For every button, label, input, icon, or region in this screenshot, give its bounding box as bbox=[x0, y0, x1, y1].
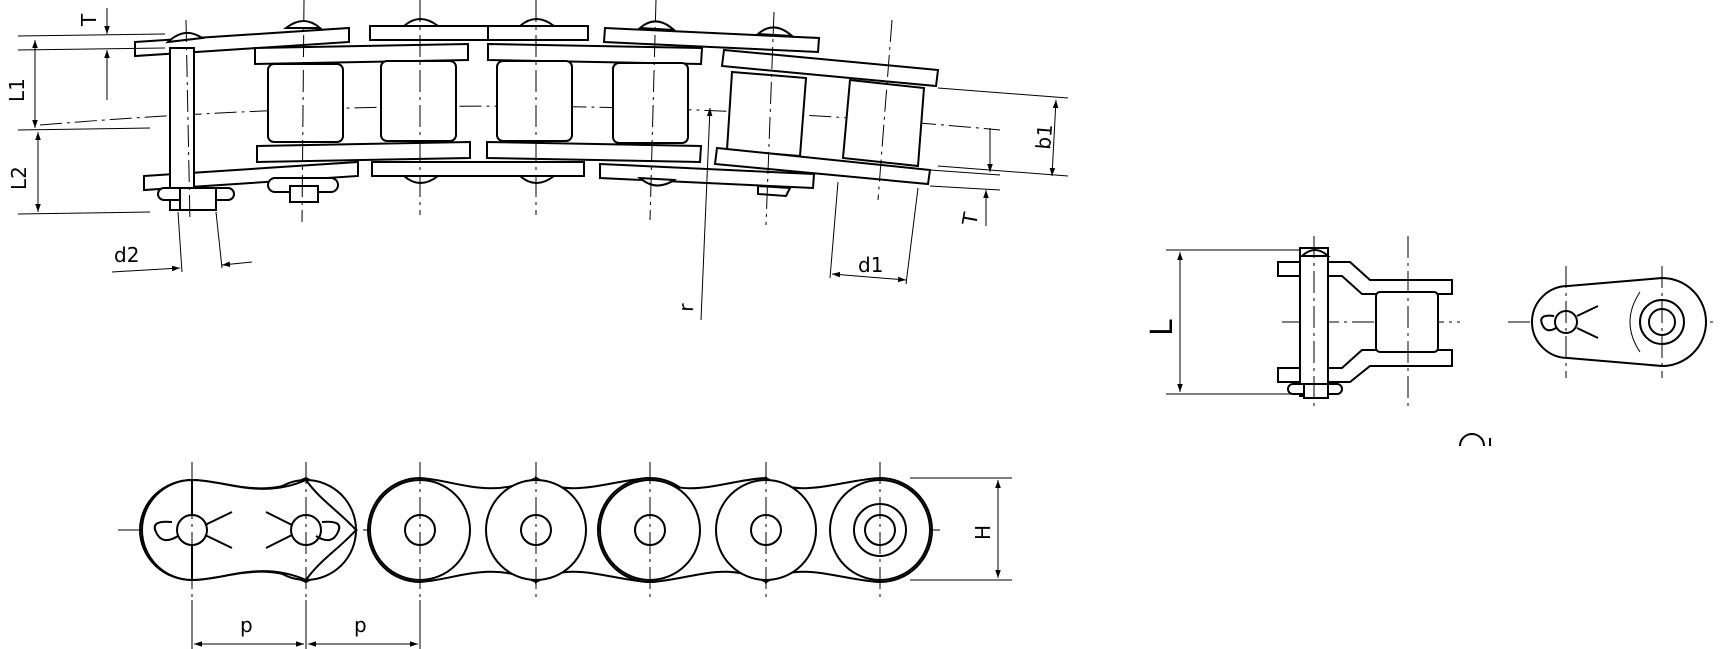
label-b1: b1 bbox=[1031, 123, 1057, 150]
inner-top-plates bbox=[254, 42, 940, 88]
dimension-p bbox=[191, 600, 421, 649]
label-T-top: T bbox=[77, 13, 101, 27]
label-H: H bbox=[971, 525, 995, 540]
offset-link-top-view bbox=[1166, 236, 1460, 410]
label-p-left: p bbox=[240, 613, 253, 637]
label-L2: L2 bbox=[7, 166, 31, 190]
label-p-right: p bbox=[354, 613, 367, 637]
label-T-bottom: T bbox=[957, 210, 983, 228]
outer-top-plates bbox=[134, 25, 821, 58]
label-r: r bbox=[674, 302, 698, 312]
label-d1: d1 bbox=[858, 253, 883, 277]
dimension-H bbox=[910, 477, 1012, 581]
offset-link-side-view bbox=[1508, 266, 1718, 378]
first-link-pin bbox=[157, 47, 235, 211]
rivet-heads bbox=[165, 18, 795, 198]
dimension-d2 bbox=[111, 211, 253, 273]
pin-centerlines-side bbox=[191, 462, 881, 600]
dimension-b1 bbox=[937, 87, 1069, 177]
radius-line bbox=[700, 107, 713, 321]
dimension-d1 bbox=[829, 181, 919, 285]
dimension-T-bottom bbox=[929, 128, 1001, 226]
rollers bbox=[267, 60, 926, 168]
label-d2: d2 bbox=[114, 243, 139, 267]
pin-centerlines bbox=[185, 0, 893, 226]
partial-symbol bbox=[1459, 433, 1485, 447]
dimension-T-top bbox=[17, 8, 166, 100]
curved-chain-top-view: r T L1 L2 d2 bbox=[5, 0, 1069, 321]
straight-chain-side-view: H p p bbox=[118, 462, 1012, 649]
label-L: L bbox=[1145, 319, 1180, 336]
label-L1: L1 bbox=[5, 78, 29, 102]
second-pin-head bbox=[267, 177, 339, 203]
outer-bottom-plates bbox=[143, 160, 816, 192]
dimension-L1-L2 bbox=[17, 40, 151, 215]
